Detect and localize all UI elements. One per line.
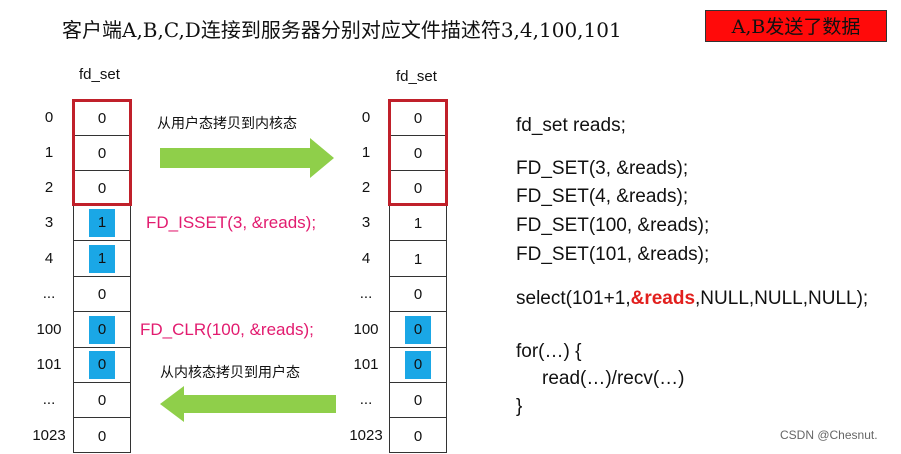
fd-index-label: 2 xyxy=(44,179,54,196)
right-set-cell: 0 xyxy=(390,136,446,171)
fd-index-label: 3 xyxy=(361,214,371,231)
fd-index-label: 0 xyxy=(44,109,54,126)
page-title: 客户端A,B,C,D连接到服务器分别对应文件描述符3,4,100,101 xyxy=(62,18,622,42)
highlighted-bit-value: 0 xyxy=(89,316,115,344)
code-select: select(101+1,&reads,NULL,NULL,NULL); xyxy=(516,288,868,310)
fd-index-label: 100 xyxy=(36,321,62,338)
right-set-cell: 0 xyxy=(390,101,446,136)
bit-value: 0 xyxy=(413,109,423,127)
fd-index-label: 2 xyxy=(361,179,371,196)
fd-index-label: ... xyxy=(42,391,56,408)
copy-to-user-label: 从内核态拷贝到用户态 xyxy=(160,365,300,381)
left-set-cell: 0 xyxy=(74,419,130,454)
bit-value: 0 xyxy=(97,144,107,162)
right-reserved-frame xyxy=(388,99,448,206)
right-set-cell: 1 xyxy=(390,206,446,241)
select-reads-highlight: &reads xyxy=(630,288,696,309)
highlighted-bit-value: 1 xyxy=(89,209,115,237)
right-set-cell: 0 xyxy=(390,277,446,312)
highlighted-bit-value: 1 xyxy=(89,245,115,273)
select-suffix: ,NULL,NULL,NULL); xyxy=(695,288,869,309)
fd-index-label: ... xyxy=(42,285,56,302)
right-set-cell: 0 xyxy=(390,419,446,454)
fd-index-label: ... xyxy=(359,391,373,408)
right-set-label: fd_set xyxy=(396,68,437,85)
highlighted-bit-value: 0 xyxy=(405,351,431,379)
fd-index-label: 4 xyxy=(361,250,371,267)
left-set-cell: 0 xyxy=(74,348,130,383)
status-badge: A,B发送了数据 xyxy=(705,10,887,42)
left-set-cell: 0 xyxy=(74,277,130,312)
fd-index-label: 1023 xyxy=(32,427,66,444)
left-fd-set-column: 0 0 0 1 1 0 0 0 0 0 xyxy=(73,100,131,453)
bit-value: 0 xyxy=(413,144,423,162)
copy-to-kernel-label: 从用户态拷贝到内核态 xyxy=(157,116,297,132)
arrow-left-icon xyxy=(160,386,336,422)
code-for: for(…) { xyxy=(516,341,582,362)
highlighted-bit-value: 0 xyxy=(89,351,115,379)
right-fd-set-column: 0 0 0 1 1 0 0 0 0 0 xyxy=(389,100,447,453)
select-prefix: select(101+1, xyxy=(516,288,631,309)
fd-index-label: 101 xyxy=(353,356,379,373)
fd-index-label: 4 xyxy=(44,250,54,267)
bit-value: 0 xyxy=(413,179,423,197)
bit-value: 0 xyxy=(97,179,107,197)
fd-index-label: 101 xyxy=(36,356,62,373)
right-set-cell: 0 xyxy=(390,348,446,383)
left-set-label: fd_set xyxy=(79,66,120,83)
code-set-3: FD_SET(100, &reads); xyxy=(516,215,710,236)
left-set-cell: 1 xyxy=(74,242,130,277)
code-close: } xyxy=(516,396,523,417)
fd-index-label: 3 xyxy=(44,214,54,231)
fd-isset-annotation: FD_ISSET(3, &reads); xyxy=(146,213,317,232)
bit-value: 0 xyxy=(97,285,107,303)
bit-value: 0 xyxy=(97,109,107,127)
right-set-cell: 0 xyxy=(390,383,446,418)
highlighted-bit-value: 0 xyxy=(405,316,431,344)
right-set-cell: 0 xyxy=(390,313,446,348)
fd-clr-annotation: FD_CLR(100, &reads); xyxy=(140,320,314,339)
right-set-cell: 1 xyxy=(390,242,446,277)
code-set-4: FD_SET(101, &reads); xyxy=(516,244,710,265)
bit-value: 0 xyxy=(97,428,107,445)
bit-value: 1 xyxy=(413,214,423,232)
code-body: read(…)/recv(…) xyxy=(542,368,685,389)
watermark: CSDN @Chesnut. xyxy=(780,428,878,442)
left-set-cell: 0 xyxy=(74,136,130,171)
fd-index-label: 100 xyxy=(353,321,379,338)
fd-index-label: ... xyxy=(359,285,373,302)
left-set-cell: 1 xyxy=(74,206,130,241)
bit-value: 0 xyxy=(97,391,107,409)
fd-index-label: 1 xyxy=(361,144,371,161)
code-set-2: FD_SET(4, &reads); xyxy=(516,186,689,207)
bit-value: 0 xyxy=(413,391,423,409)
left-reserved-frame xyxy=(72,99,132,206)
bit-value: 0 xyxy=(413,285,423,303)
left-set-cell: 0 xyxy=(74,383,130,418)
code-set-1: FD_SET(3, &reads); xyxy=(516,158,689,179)
fd-index-label: 1023 xyxy=(349,427,383,444)
bit-value: 0 xyxy=(413,428,423,445)
left-set-cell: 0 xyxy=(74,313,130,348)
left-set-cell: 0 xyxy=(74,101,130,136)
arrow-right-icon xyxy=(160,138,334,178)
code-decl: fd_set reads; xyxy=(516,115,626,136)
bit-value: 1 xyxy=(413,250,423,268)
fd-index-label: 0 xyxy=(361,109,371,126)
fd-index-label: 1 xyxy=(44,144,54,161)
